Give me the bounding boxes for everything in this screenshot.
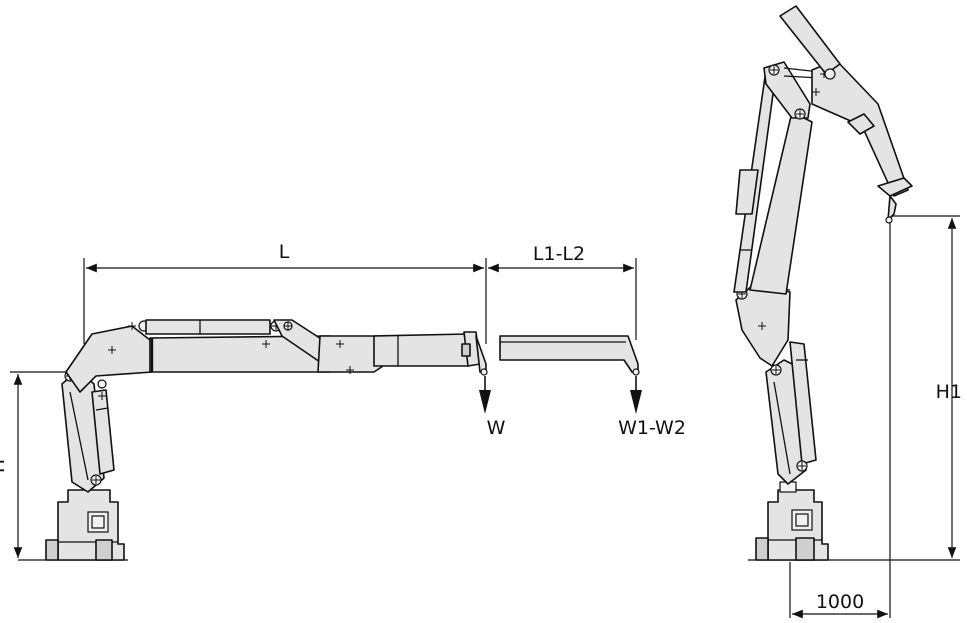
crane-base-left [45, 489, 125, 561]
extension-boom-left [373, 333, 469, 367]
boom-cylinder-left [145, 319, 271, 335]
load-arrow: W [479, 376, 506, 439]
extension-label: L1-L2 [533, 243, 585, 265]
height-label: H [0, 459, 9, 473]
load-extension-arrow: W1-W2 [618, 376, 686, 439]
height-folded-label: H1 [936, 381, 962, 403]
inner-boom-right [749, 111, 813, 295]
knuckle-link-right [763, 61, 811, 119]
dimension-height: H [0, 371, 66, 558]
main-boom-head-left [65, 325, 153, 393]
dimension-extension: L1-L2 [488, 243, 637, 340]
crane-base-right [755, 481, 829, 561]
outer-boom-right [811, 59, 909, 197]
load-extension-label: W1-W2 [618, 417, 686, 439]
load-label: W [487, 417, 506, 439]
crane-extended [18, 319, 640, 561]
reach-label: L [279, 241, 290, 263]
dimension-height-folded: H1 [892, 215, 962, 561]
dimension-reach: L [83, 241, 487, 344]
column-cylinder-left [91, 389, 115, 475]
offset-label: 1000 [816, 591, 864, 613]
crane-folded [733, 5, 913, 561]
dimension-offset: 1000 [789, 222, 891, 619]
